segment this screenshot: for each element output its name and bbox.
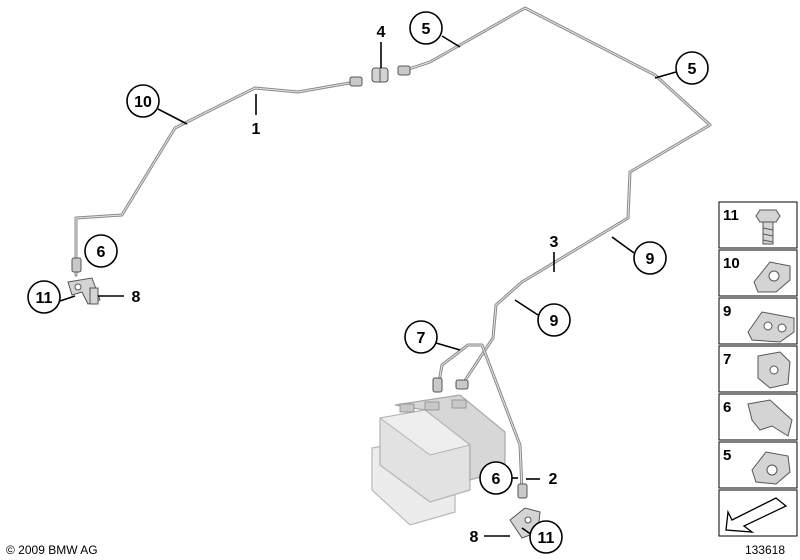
svg-text:6: 6: [723, 399, 731, 416]
figure-id: 133618: [745, 543, 785, 557]
svg-text:7: 7: [723, 351, 731, 368]
brake-line-5: [398, 6, 712, 387]
svg-text:9: 9: [646, 251, 655, 268]
label-8-top: 8: [132, 289, 141, 306]
copyright-text: © 2009 BMW AG: [6, 543, 98, 557]
callout-11-bottom: 11: [529, 520, 563, 554]
clip-icon: [753, 261, 791, 293]
legend-item-10: 10: [718, 249, 798, 297]
callout-5-right: 5: [675, 51, 709, 85]
label-1: 1: [252, 121, 261, 138]
bracket-part-11-top: [67, 277, 101, 305]
svg-text:2: 2: [549, 471, 558, 488]
legend-item-11: 11: [718, 201, 798, 249]
svg-text:11: 11: [36, 290, 53, 307]
svg-text:5: 5: [723, 447, 731, 464]
svg-text:3: 3: [550, 234, 559, 251]
brake-line-2: [436, 343, 524, 492]
spring-clip-icon: [747, 399, 793, 437]
legend-item-7: 7: [718, 345, 798, 393]
legend-item-5: 5: [718, 441, 798, 489]
legend-item-arrow: [718, 489, 798, 537]
svg-text:11: 11: [723, 207, 739, 224]
callout-6-bottom: 6: [479, 461, 513, 495]
svg-text:6: 6: [97, 244, 106, 261]
callout-10: 10: [126, 84, 160, 118]
svg-text:10: 10: [723, 255, 740, 272]
label-3: 3: [550, 234, 559, 251]
svg-text:10: 10: [134, 94, 152, 111]
svg-text:4: 4: [377, 24, 386, 41]
label-2: 2: [549, 471, 558, 488]
svg-text:7: 7: [417, 330, 426, 347]
brake-line-1: [74, 80, 357, 277]
callout-5-top: 5: [409, 11, 443, 45]
label-4: 4: [377, 24, 386, 41]
holder-icon: [757, 351, 791, 389]
pipe-fitting: [71, 65, 528, 499]
svg-text:1: 1: [252, 121, 261, 138]
svg-text:9: 9: [723, 303, 731, 320]
svg-text:8: 8: [132, 289, 141, 306]
callout-11-top: 11: [27, 280, 61, 314]
double-clip-icon: [747, 311, 795, 343]
connector-part-4: [371, 67, 389, 83]
bolt-icon: [755, 209, 781, 245]
hydraulic-unit: [371, 394, 506, 526]
leader-lines: [59, 35, 677, 537]
legend-item-9: 9: [718, 297, 798, 345]
callout-9-upper: 9: [633, 241, 667, 275]
svg-text:6: 6: [492, 471, 501, 488]
svg-text:9: 9: [550, 313, 559, 330]
legend-item-6: 6: [718, 393, 798, 441]
parts-legend: 11 10 9: [718, 201, 798, 537]
grommet-icon: [751, 451, 791, 485]
svg-text:11: 11: [538, 530, 555, 547]
svg-text:5: 5: [688, 61, 697, 78]
callout-9-lower: 9: [537, 303, 571, 337]
svg-text:8: 8: [470, 529, 479, 546]
callout-7: 7: [404, 320, 438, 354]
arrow-icon: [725, 497, 788, 533]
label-8-bottom: 8: [470, 529, 479, 546]
svg-text:5: 5: [422, 21, 431, 38]
callout-6-top: 6: [84, 234, 118, 268]
